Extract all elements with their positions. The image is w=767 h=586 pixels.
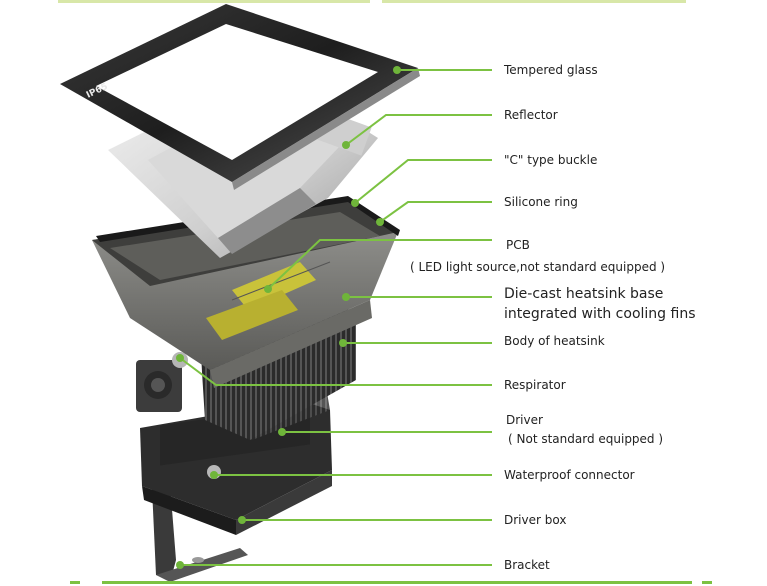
leader-pcb (267, 239, 492, 290)
label-reflector: Reflector (504, 108, 558, 122)
label-c-type-buckle: "C" type buckle (504, 153, 598, 167)
bottom-accent-bar-right (702, 581, 712, 584)
pcb-part (206, 261, 331, 340)
label-heatsink-base-line2: integrated with cooling fins (504, 306, 696, 322)
leader-reflector (345, 114, 492, 146)
tempered-glass-part: IP65 (60, 4, 420, 190)
top-accent-bar-left (58, 0, 370, 3)
bottom-accent-bar-left (70, 581, 80, 584)
leader-dots (176, 66, 401, 569)
label-waterproof-connector: Waterproof connector (504, 468, 635, 482)
leader-c-type-buckle (354, 159, 492, 204)
respirator-part (136, 352, 188, 412)
label-driver-box: Driver box (504, 513, 567, 527)
label-body-of-heatsink: Body of heatsink (504, 334, 605, 348)
label-heatsink-base-line1: Die-cast heatsink base (504, 286, 664, 302)
top-accent-bar-right (382, 0, 686, 3)
leader-silicone-ring (379, 201, 492, 223)
label-pcb-note: ( LED light source,not standard equipped… (410, 260, 666, 274)
label-driver: Driver (506, 413, 543, 427)
label-tempered-glass: Tempered glass (504, 63, 598, 77)
bottom-accent-bar-main (102, 581, 692, 584)
label-respirator: Respirator (504, 378, 566, 392)
label-silicone-ring: Silicone ring (504, 195, 578, 209)
leader-lines (179, 69, 492, 566)
label-bracket: Bracket (504, 558, 550, 572)
label-pcb: PCB (506, 238, 530, 252)
label-driver-note: ( Not standard equipped ) (508, 432, 664, 446)
silicone-ring-part (96, 196, 400, 242)
leader-respirator (179, 357, 492, 386)
